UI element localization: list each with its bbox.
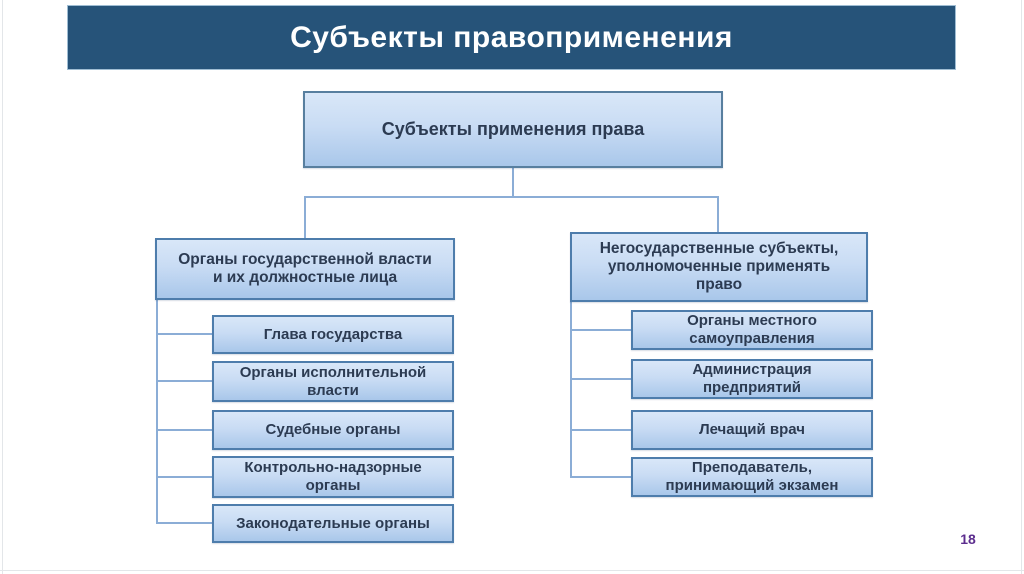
slide-bottom-border — [0, 570, 1024, 571]
connector-left-stub-5 — [156, 522, 212, 524]
connector-left-stub-2 — [156, 380, 212, 382]
node-branch-non-state-subjects: Негосударственные субъекты, уполномоченн… — [570, 232, 868, 302]
slide-right-border — [1021, 0, 1022, 574]
connector-crossbar — [304, 196, 719, 198]
node-local-self-government: Органы местного самоуправления — [631, 310, 873, 350]
node-executive-organs: Органы исполнительной власти — [212, 361, 454, 402]
connector-left-branch-drop — [304, 196, 306, 238]
node-branch-state-organs: Органы государственной власти и их должн… — [155, 238, 455, 300]
connector-right-stub-3 — [570, 429, 631, 431]
connector-right-stub-4 — [570, 476, 631, 478]
connector-left-stub-1 — [156, 333, 212, 335]
connector-right-stub-2 — [570, 378, 631, 380]
node-judicial-organs: Судебные органы — [212, 410, 454, 450]
node-root: Субъекты применения права — [303, 91, 723, 168]
node-examining-teacher: Преподаватель, принимающий экзамен — [631, 457, 873, 497]
node-control-supervisory-organs: Контрольно-надзорные органы — [212, 456, 454, 498]
node-attending-physician: Лечащий врач — [631, 410, 873, 450]
connector-right-stub-1 — [570, 329, 631, 331]
connector-right-branch-drop — [717, 196, 719, 232]
slide-title: Субъекты правоприменения — [290, 20, 733, 54]
node-head-of-state: Глава государства — [212, 315, 454, 354]
page-number: 18 — [960, 531, 976, 547]
slide-left-border — [2, 0, 3, 574]
node-legislative-organs: Законодательные органы — [212, 504, 454, 543]
connector-left-stub-4 — [156, 476, 212, 478]
connector-left-stub-3 — [156, 429, 212, 431]
slide-title-bar: Субъекты правоприменения — [67, 5, 956, 70]
connector-left-trunk — [156, 300, 158, 524]
connector-right-trunk — [570, 302, 572, 478]
connector-root-stem — [512, 168, 514, 197]
node-enterprise-administration: Администрация предприятий — [631, 359, 873, 399]
